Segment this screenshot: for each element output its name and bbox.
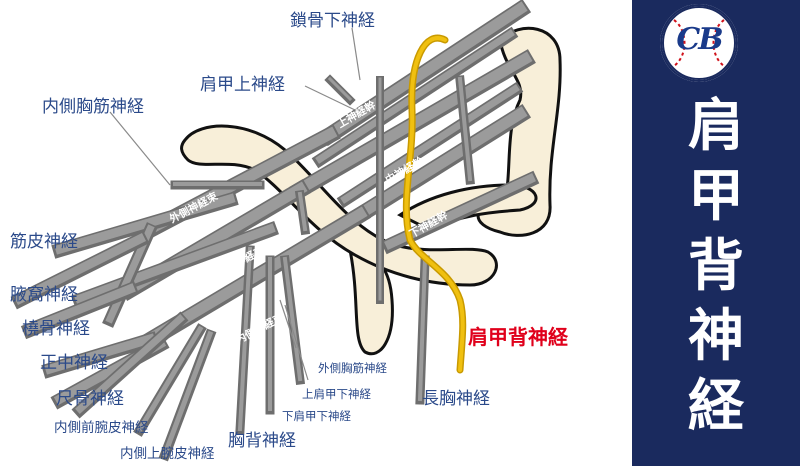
label-subclavian: 鎖骨下神経 — [290, 11, 375, 31]
label-medial-brachial: 内側上腕皮神経 — [120, 446, 215, 462]
logo-badge: CB — [660, 4, 738, 82]
nerve-rod — [322, 1, 528, 142]
label-axillary: 腋窩神経 — [10, 285, 78, 305]
nerve-rod — [457, 76, 473, 182]
nerve-rod — [136, 325, 204, 433]
nerve-rod — [24, 283, 136, 335]
nerve-labels: 鎖骨下神経 肩甲上神経 内側胸筋神経 筋皮神経 腋窩神経 橈骨神経 正中神経 尺… — [10, 11, 569, 462]
title-char-1: 肩 — [688, 94, 744, 159]
leader-lines — [109, 27, 361, 381]
nerve-rod — [297, 191, 308, 232]
label-medial-pectoral: 内側胸筋神経 — [42, 97, 144, 117]
label-lower-subscapular: 下肩甲下神経 — [282, 409, 351, 423]
label-median: 正中神経 — [40, 353, 108, 373]
title-char-3: 背 — [688, 234, 744, 299]
label-thoracodorsal: 胸背神経 — [228, 431, 296, 451]
label-ulnar: 尺骨神経 — [56, 389, 124, 409]
nerve-rod — [13, 232, 147, 306]
title-char-5: 経 — [688, 374, 744, 439]
label-upper-subscapular: 上肩甲下神経 — [302, 387, 371, 401]
title-panel: CB 肩 甲 背 神 経 — [632, 0, 800, 466]
nerve-rod — [161, 330, 214, 458]
nerve-rod — [237, 246, 253, 432]
label-musculocutaneous: 筋皮神経 — [10, 232, 78, 252]
brachial-plexus-diagram: 上神経幹 中神経幹 下神経幹 外側神経束 後神経束 内側神経束 鎖骨下神経 肩甲… — [10, 0, 569, 462]
nerve-rod — [352, 106, 528, 222]
title-char-4: 神 — [688, 304, 744, 369]
label-radial: 橈骨神経 — [22, 319, 90, 339]
label-suprascapular: 肩甲上神経 — [200, 75, 285, 95]
logo-text: CB — [676, 22, 723, 57]
nerve-branches — [10, 0, 540, 462]
nerve-rod — [384, 173, 536, 250]
page-title: 肩 甲 背 神 経 — [632, 92, 800, 442]
label-long-thoracic: 長胸神経 — [422, 389, 490, 409]
nerve-rod — [74, 223, 276, 305]
nerve-rod — [340, 84, 520, 204]
nerve-rod — [417, 256, 428, 402]
label-lateral-pectoral: 外側胸筋神経 — [318, 361, 387, 375]
baseball-icon — [662, 6, 736, 80]
label-medial-antebrachial: 内側前腕皮神経 — [54, 419, 149, 436]
nerve-rod — [44, 333, 156, 375]
nerve-rod — [282, 256, 303, 382]
nerve-rod — [75, 314, 185, 414]
title-char-2: 甲 — [688, 164, 744, 229]
label-dorsal-scapular: 肩甲背神経 — [468, 325, 569, 349]
nerve-rod — [327, 76, 353, 102]
nerve-rod — [54, 193, 236, 255]
